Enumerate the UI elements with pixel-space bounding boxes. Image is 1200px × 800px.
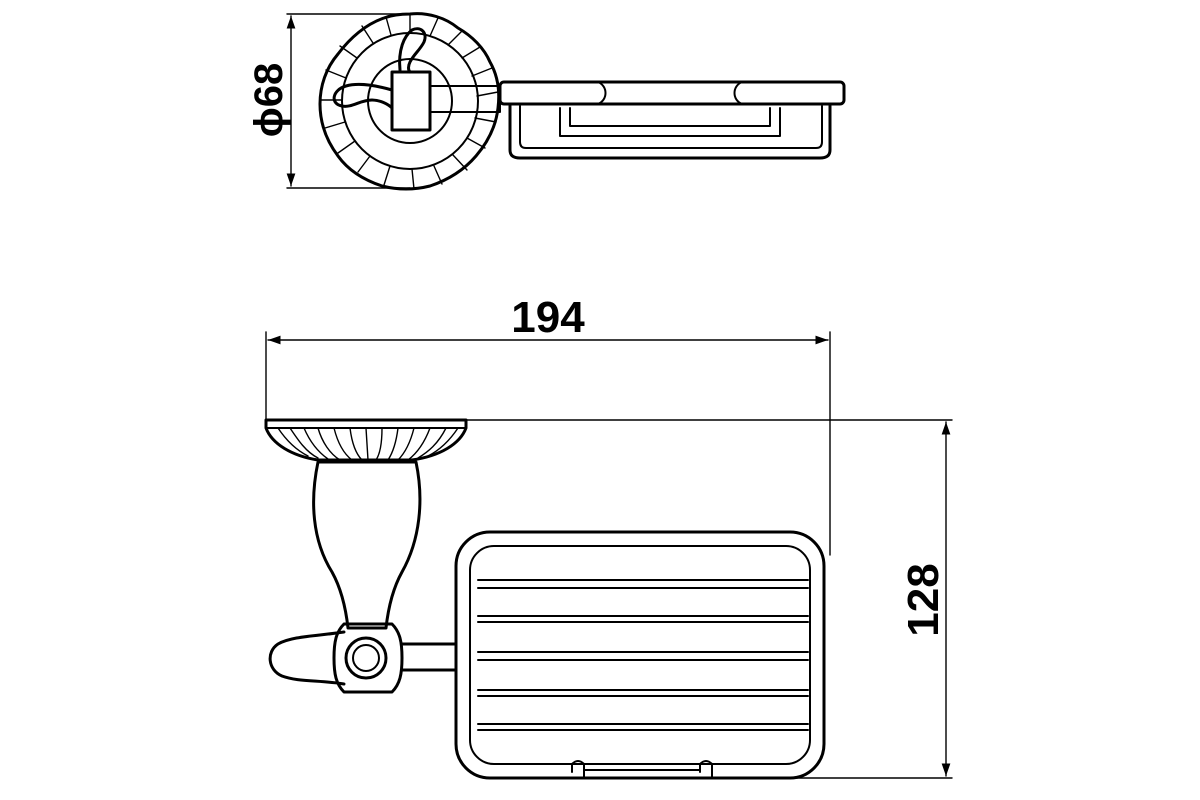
basket-front [454,530,826,780]
bracket-body [268,460,458,694]
rosette-side [264,418,468,462]
basket-top [498,80,846,160]
rosette-top [318,12,501,191]
height-label: 128 [899,563,948,636]
diameter-label: ϕ68 [247,63,291,137]
width-dimension: 194 [265,293,831,556]
top-view: ϕ68 [247,12,846,191]
basket-wires [477,579,809,731]
front-view: 194 128 [264,293,953,780]
width-label: 194 [511,293,585,342]
height-dimension: 128 [465,419,953,779]
diameter-dimension: ϕ68 [247,13,411,189]
